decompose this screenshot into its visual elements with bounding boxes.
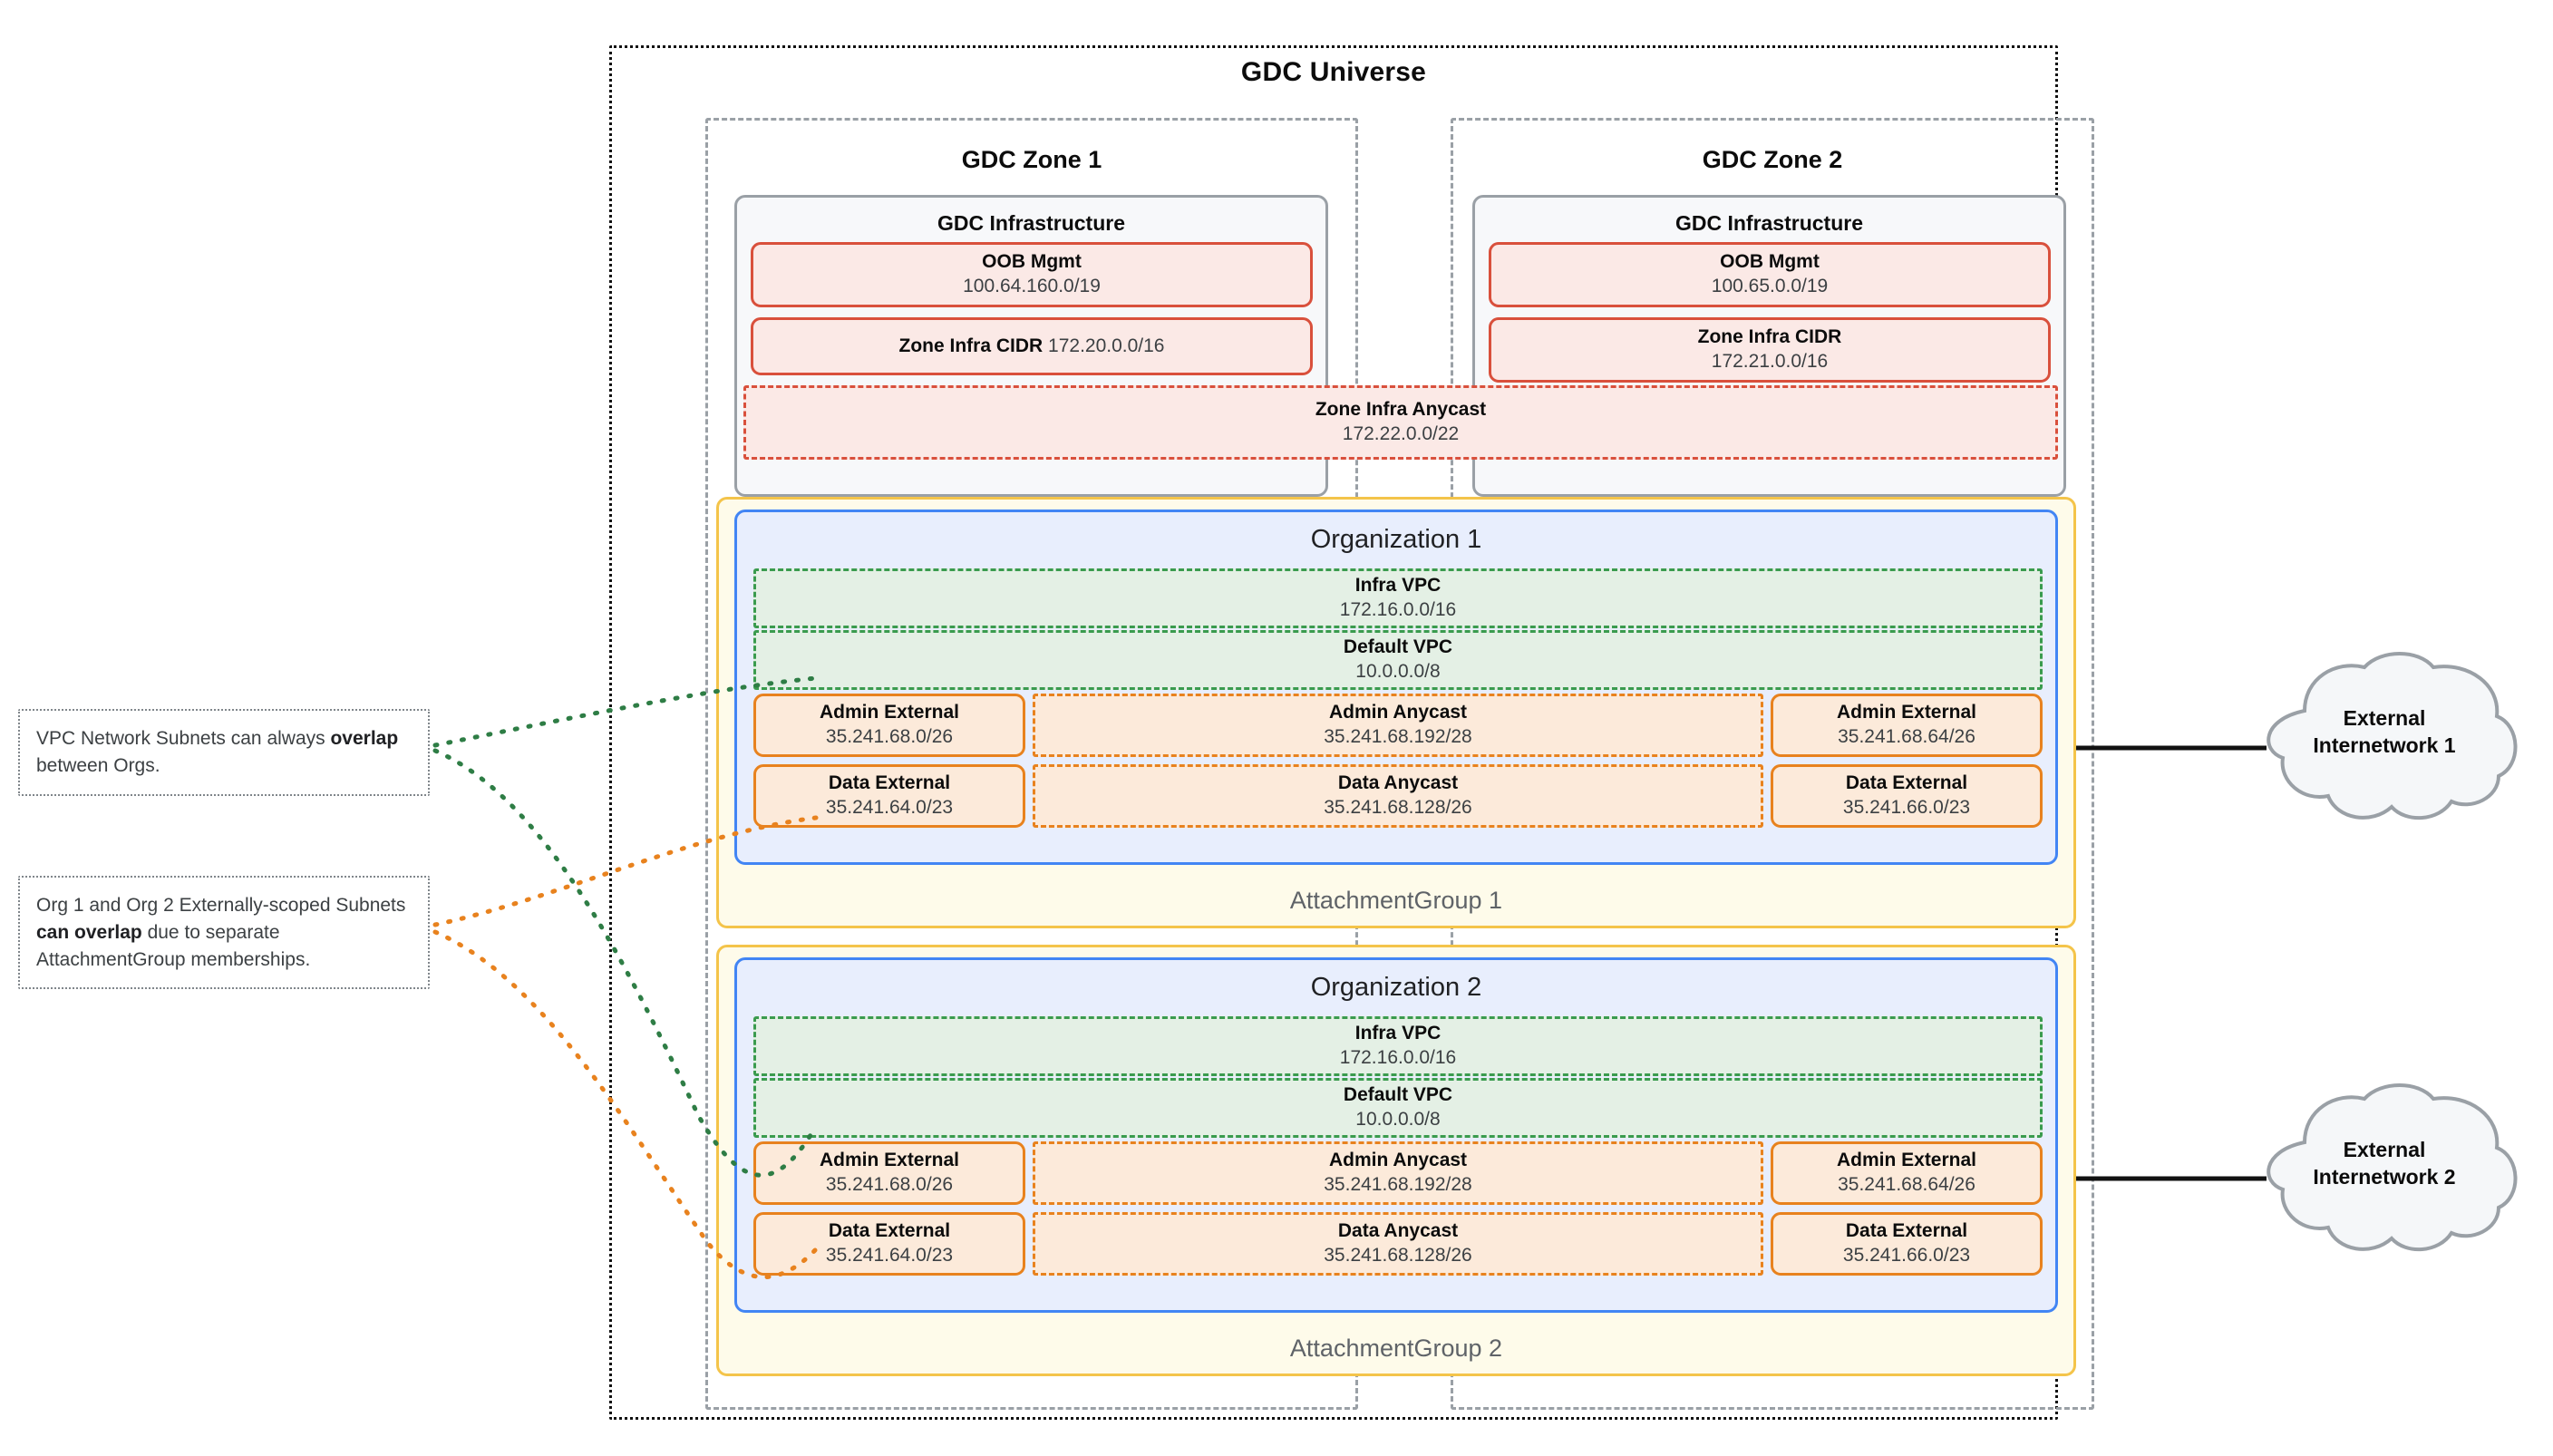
admin-anycast-label-2: Admin Anycast [1328,1150,1468,1171]
note-1-part2: between Orgs. [36,754,160,776]
note-2-emphasis: can overlap [36,921,142,943]
oob-mgmt-cidr-1: 100.64.160.0/19 [963,276,1101,297]
zone-infra-cidr-label-1: Zone Infra CIDR [898,335,1044,356]
infra-vpc-label-1: Infra VPC [1354,575,1442,597]
external-internetwork-2-line1: External [2343,1137,2426,1161]
data-external-right-org-1: Data External 35.241.66.0/23 [1771,764,2043,828]
admin-anycast-cidr-1: 35.241.68.192/28 [1324,726,1472,748]
zone-infra-cidr-value-2: 172.21.0.0/16 [1711,351,1829,373]
data-external-left-cidr-2: 35.241.64.0/23 [825,1245,954,1267]
data-external-right-label-1: Data External [1845,772,1968,794]
external-internetwork-1-line2: Internetwork 1 [2313,733,2456,757]
admin-external-right-label-1: Admin External [1836,702,1977,723]
admin-anycast-org-2: Admin Anycast 35.241.68.192/28 [1033,1141,1763,1205]
default-vpc-box-org-2: Default VPC 10.0.0.0/8 [753,1078,2043,1138]
gdc-zone-2-title: GDC Zone 2 [1702,146,1843,173]
admin-anycast-org-1: Admin Anycast 35.241.68.192/28 [1033,694,1763,757]
data-anycast-label-2: Data Anycast [1337,1220,1459,1242]
note-2-part2: due to separate AttachmentGroup membersh… [36,921,311,970]
zone-infra-anycast-cidr: 172.22.0.0/22 [1342,423,1460,445]
data-external-left-org-2: Data External 35.241.64.0/23 [753,1212,1025,1276]
zone-infra-cidr-value-1: 172.20.0.0/16 [1048,335,1165,356]
organization-2-container: Organization 2 Infra VPC 172.16.0.0/16 D… [734,957,2058,1313]
oob-mgmt-box-zone-1: OOB Mgmt 100.64.160.0/19 [751,242,1313,307]
note-2-part1: Org 1 and Org 2 Externally-scoped Subnet… [36,895,406,916]
admin-external-left-org-2: Admin External 35.241.68.0/26 [753,1141,1025,1205]
external-internetwork-2: External Internetwork 2 [2238,1082,2531,1260]
admin-external-left-cidr-2: 35.241.68.0/26 [825,1174,954,1196]
organization-1-title: Organization 1 [1310,525,1482,554]
external-internetwork-2-label: External Internetwork 2 [2238,1082,2531,1260]
admin-anycast-cidr-2: 35.241.68.192/28 [1324,1174,1472,1196]
oob-mgmt-label-1: OOB Mgmt [982,251,1082,273]
admin-external-right-cidr-1: 35.241.68.64/26 [1838,726,1975,748]
default-vpc-cidr-1: 10.0.0.0/8 [1355,661,1441,683]
admin-external-right-org-1: Admin External 35.241.68.64/26 [1771,694,2043,757]
default-vpc-cidr-2: 10.0.0.0/8 [1355,1109,1441,1131]
admin-external-left-label-2: Admin External [819,1150,960,1171]
admin-external-left-label-1: Admin External [819,702,960,723]
organization-1-container: Organization 1 Infra VPC 172.16.0.0/16 D… [734,510,2058,865]
oob-mgmt-box-zone-2: OOB Mgmt 100.65.0.0/19 [1489,242,2051,307]
gdc-zone-1-title: GDC Zone 1 [961,146,1102,173]
oob-mgmt-label-2: OOB Mgmt [1720,251,1820,273]
default-vpc-box-org-1: Default VPC 10.0.0.0/8 [753,630,2043,690]
data-anycast-org-1: Data Anycast 35.241.68.128/26 [1033,764,1763,828]
default-vpc-label-1: Default VPC [1343,636,1453,658]
attachment-group-1-label: AttachmentGroup 1 [1289,887,1503,914]
data-external-left-label-2: Data External [828,1220,951,1242]
data-anycast-label-1: Data Anycast [1337,772,1459,794]
data-anycast-cidr-2: 35.241.68.128/26 [1324,1245,1472,1267]
zone-infra-cidr-box-zone-2: Zone Infra CIDR 172.21.0.0/16 [1489,317,2051,383]
data-external-left-cidr-1: 35.241.64.0/23 [825,797,954,819]
infra-vpc-label-2: Infra VPC [1354,1023,1442,1044]
gdc-infrastructure-title-1: GDC Infrastructure [937,211,1126,235]
gdc-universe-title: GDC Universe [1240,57,1427,87]
external-internetwork-1-line1: External [2343,705,2426,730]
oob-mgmt-cidr-2: 100.65.0.0/19 [1711,276,1829,297]
admin-external-right-label-2: Admin External [1836,1150,1977,1171]
data-anycast-org-2: Data Anycast 35.241.68.128/26 [1033,1212,1763,1276]
infra-vpc-cidr-1: 172.16.0.0/16 [1339,599,1457,621]
zone-infra-anycast-box: Zone Infra Anycast 172.22.0.0/22 [743,385,2058,460]
data-external-left-label-1: Data External [828,772,951,794]
data-external-right-cidr-1: 35.241.66.0/23 [1842,797,1971,819]
gdc-infrastructure-title-2: GDC Infrastructure [1674,211,1864,235]
zone-infra-cidr-box-zone-1: Zone Infra CIDR 172.20.0.0/16 [751,317,1313,375]
admin-anycast-label-1: Admin Anycast [1328,702,1468,723]
note-1-emphasis: overlap [330,728,399,749]
data-external-right-label-2: Data External [1845,1220,1968,1242]
data-anycast-cidr-1: 35.241.68.128/26 [1324,797,1472,819]
zone-infra-anycast-label: Zone Infra Anycast [1315,399,1487,421]
zone-infra-cidr-row-1: Zone Infra CIDR 172.20.0.0/16 [899,335,1165,357]
cloud-icon-2 [2267,1083,2518,1251]
admin-external-right-org-2: Admin External 35.241.68.64/26 [1771,1141,2043,1205]
note-vpc-subnet-overlap: VPC Network Subnets can always overlap b… [18,709,430,796]
external-internetwork-1: External Internetwork 1 [2238,651,2531,829]
organization-2-title: Organization 2 [1310,973,1482,1002]
data-external-left-org-1: Data External 35.241.64.0/23 [753,764,1025,828]
note-1-part1: VPC Network Subnets can always [36,728,331,749]
infra-vpc-box-org-1: Infra VPC 172.16.0.0/16 [753,568,2043,628]
admin-external-left-cidr-1: 35.241.68.0/26 [825,726,954,748]
default-vpc-label-2: Default VPC [1343,1084,1453,1106]
admin-external-left-org-1: Admin External 35.241.68.0/26 [753,694,1025,757]
infra-vpc-box-org-2: Infra VPC 172.16.0.0/16 [753,1016,2043,1076]
external-internetwork-1-label: External Internetwork 1 [2238,651,2531,829]
cloud-icon-1 [2267,652,2518,820]
zone-infra-cidr-label-2: Zone Infra CIDR [1697,326,1842,348]
data-external-right-cidr-2: 35.241.66.0/23 [1842,1245,1971,1267]
admin-external-right-cidr-2: 35.241.68.64/26 [1838,1174,1975,1196]
attachment-group-2-label: AttachmentGroup 2 [1289,1335,1503,1362]
data-external-right-org-2: Data External 35.241.66.0/23 [1771,1212,2043,1276]
note-external-subnet-overlap: Org 1 and Org 2 Externally-scoped Subnet… [18,876,430,990]
infra-vpc-cidr-2: 172.16.0.0/16 [1339,1047,1457,1069]
external-internetwork-2-line2: Internetwork 2 [2313,1165,2456,1189]
